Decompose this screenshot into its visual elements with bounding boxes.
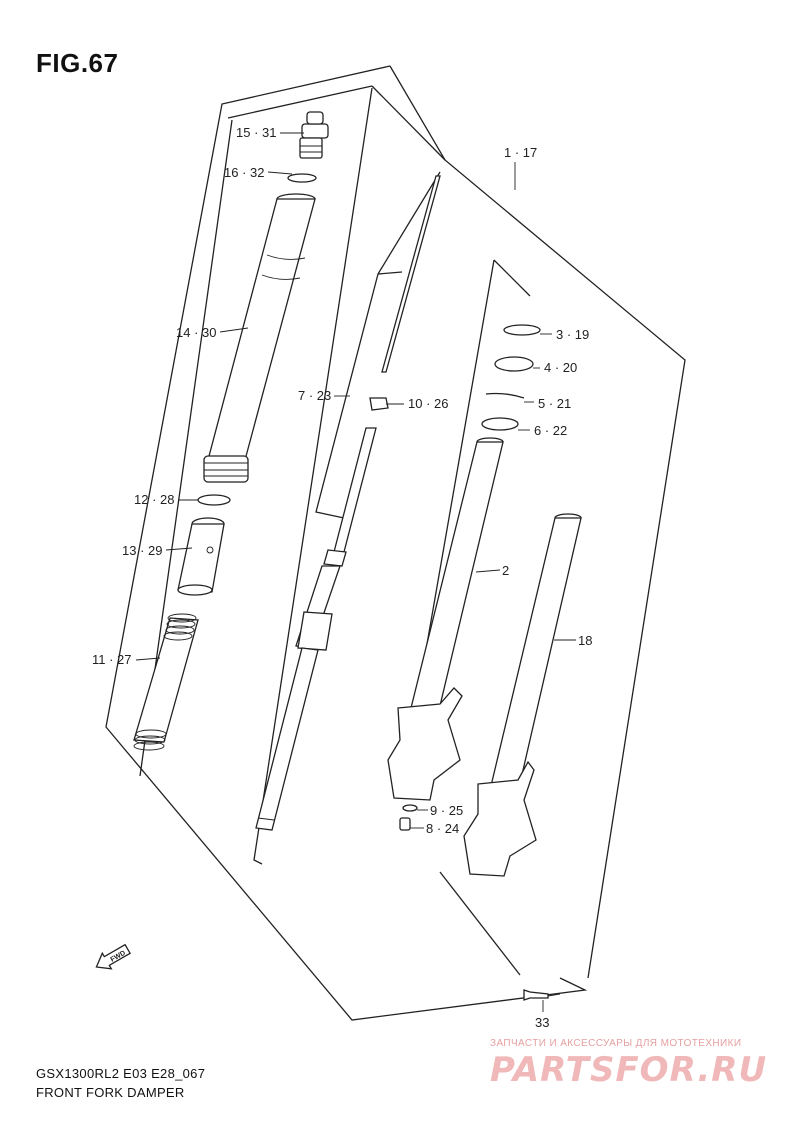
callout-14-30: 14 · 30 — [176, 325, 216, 340]
o-ring-part — [287, 173, 317, 183]
callout-10-26: 10 · 26 — [408, 396, 448, 411]
model-code: GSX1300RL2 E03 E28_067 — [36, 1066, 206, 1081]
callout-5-21: 5 · 21 — [538, 396, 571, 411]
callout-4-20: 4 · 20 — [544, 360, 577, 375]
drain-bolt-parts — [399, 804, 418, 831]
model-name: FRONT FORK DAMPER — [36, 1085, 185, 1100]
leader-lines — [135, 132, 576, 1012]
callout-12-28: 12 · 28 — [134, 492, 174, 507]
callout-7-23: 7 · 23 — [298, 388, 331, 403]
center-group-outline — [315, 171, 441, 519]
callout-6-22: 6 · 22 — [534, 423, 567, 438]
spacer-part — [177, 517, 225, 596]
callout-3-19: 3 · 19 — [556, 327, 589, 342]
washer-6-part — [481, 417, 519, 431]
seal-4-part — [494, 356, 534, 372]
assembly-outline — [105, 65, 686, 1021]
left-group-outline — [139, 87, 373, 865]
watermark-subtitle: ЗАПЧАСТИ И АКСЕССУАРЫ ДЛЯ МОТОТЕХНИКИ — [490, 1038, 742, 1049]
callout-16-32: 16 · 32 — [224, 165, 264, 180]
thin-rod-part — [381, 175, 441, 373]
watermark-brand: PARTSFOR.RU — [490, 1050, 768, 1090]
callout-11-27: 11 · 27 — [92, 652, 132, 667]
callout-9-25: 9 · 25 — [430, 803, 463, 818]
callout-1-17: 1 · 17 — [504, 145, 537, 160]
damper-cap-part — [299, 111, 329, 159]
callout-8-24: 8 · 24 — [426, 821, 459, 836]
fwd-arrow-icon: FWD — [95, 943, 131, 970]
seal-3-part — [503, 324, 541, 336]
callout-13-29: 13 · 29 — [122, 543, 162, 558]
callout-18: 18 — [578, 633, 592, 648]
callout-2: 2 — [502, 563, 509, 578]
bolt-8-part — [399, 817, 411, 831]
callout-33: 33 — [535, 1015, 549, 1030]
ring-part — [197, 494, 231, 506]
damper-housing-part — [203, 193, 316, 483]
clip-5-part — [485, 392, 525, 399]
callout-labels: 15 · 31 16 · 32 14 · 30 7 · 23 10 · 26 1… — [92, 125, 592, 1030]
damper-rod-part — [255, 427, 377, 831]
inner-tube-right-part — [463, 513, 582, 877]
seal-stack — [481, 324, 541, 431]
bolt-33-part — [523, 989, 561, 1001]
figure-title: FIG.67 — [36, 48, 119, 78]
nut-part — [369, 397, 389, 411]
washer-9-part — [402, 804, 418, 812]
spring-part — [133, 613, 199, 751]
callout-15-31: 15 · 31 — [236, 125, 276, 140]
inner-tube-left-part — [387, 437, 504, 801]
